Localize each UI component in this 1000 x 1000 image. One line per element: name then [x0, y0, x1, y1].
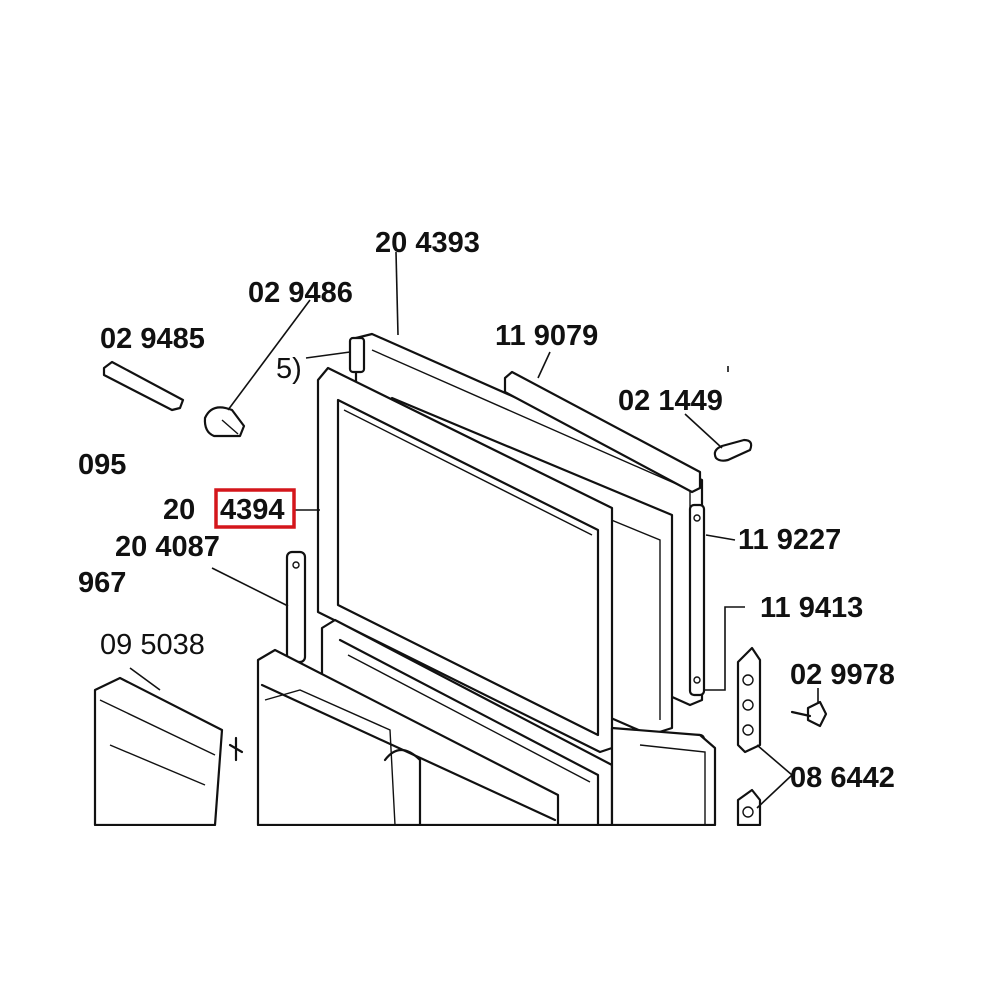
label-4394: 4394 [220, 494, 285, 526]
label-029485: 02 9485 [100, 323, 205, 355]
label-119227: 11 9227 [738, 524, 841, 556]
label-086442: 08 6442 [790, 762, 895, 794]
highlight-box [214, 488, 296, 529]
door-shelf [256, 648, 560, 827]
hinge-strip-upper [688, 503, 706, 697]
label-029486: 02 9486 [248, 277, 353, 309]
screw [806, 700, 828, 728]
small-hinge-bar [348, 336, 366, 374]
label-967: 967 [78, 567, 126, 599]
drawer [93, 676, 224, 827]
hinge-pin [713, 438, 753, 462]
label-021449: 02 1449 [618, 385, 723, 417]
label-029978: 02 9978 [790, 659, 895, 691]
label-204393: 20 4393 [375, 227, 480, 259]
label-204087: 20 4087 [115, 531, 220, 563]
label-119079: 11 9079 [495, 320, 598, 352]
hinge-bar [102, 360, 185, 412]
gasket-strip [503, 370, 702, 494]
label-20-prefix: 20 [163, 494, 195, 526]
label-095038: 09 5038 [100, 629, 205, 661]
label-095: 095 [78, 449, 126, 481]
label-119413: 11 9413 [760, 592, 863, 624]
label-5: 5) [276, 353, 302, 385]
